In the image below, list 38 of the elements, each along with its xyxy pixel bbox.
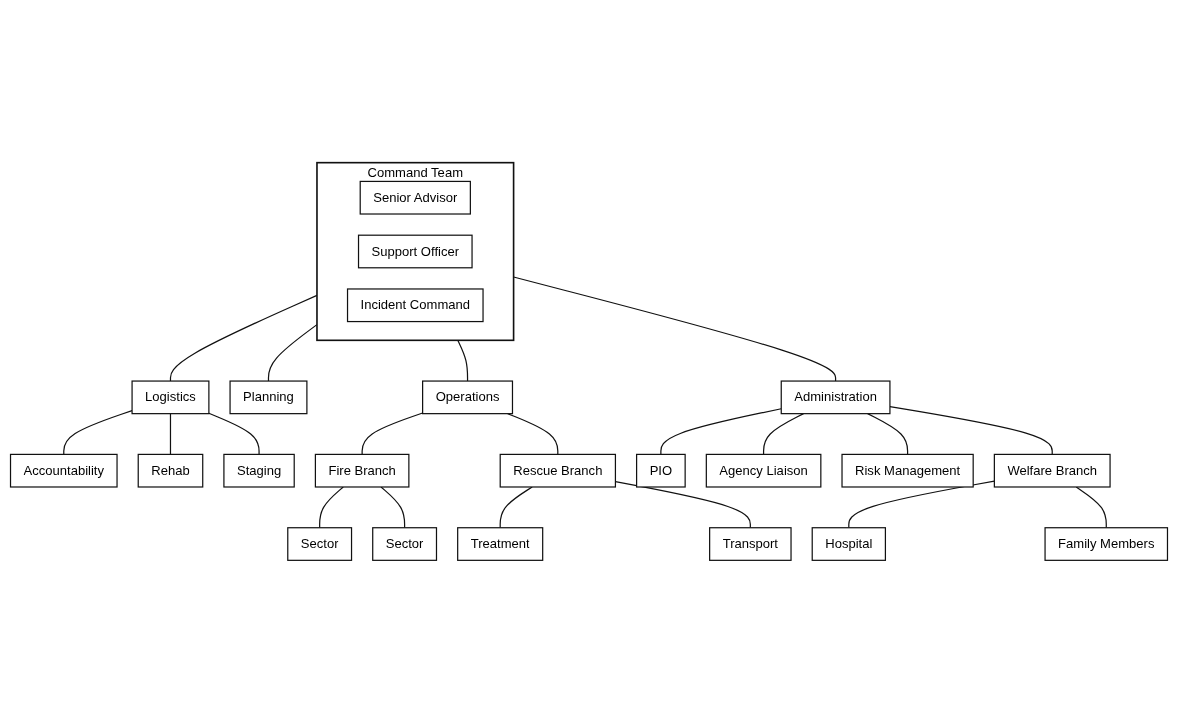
connector: [513, 276, 837, 382]
node-box: Hospital: [811, 527, 886, 561]
connector: [762, 413, 805, 455]
node-box: Fire Branch: [314, 453, 410, 488]
connector: [457, 339, 469, 382]
connector: [319, 486, 344, 529]
node-box: Logistics: [131, 380, 210, 415]
node-box: Treatment: [457, 527, 544, 561]
connector: [499, 486, 533, 529]
node-box: Operations: [422, 380, 514, 415]
connector: [63, 409, 133, 455]
node-box: Support Officer: [357, 234, 473, 269]
node-box: Rescue Branch: [499, 453, 617, 488]
connector: [169, 413, 172, 455]
node-box: PIO: [636, 453, 686, 488]
node-box: Agency Liaison: [705, 453, 822, 488]
node-box: Transport: [709, 527, 792, 561]
connector: [889, 405, 1053, 455]
node-box: Senior Advisor: [359, 180, 471, 215]
node-box: Administration: [780, 380, 891, 415]
node-box: Risk Management: [841, 453, 974, 488]
node-box: Family Members: [1044, 527, 1169, 561]
connector: [208, 412, 260, 455]
connector: [507, 413, 559, 455]
node-box: Welfare Branch: [993, 453, 1111, 488]
node-box: Accountability: [9, 453, 118, 488]
connector: [660, 408, 782, 455]
connector: [867, 413, 909, 455]
node-box: Incident Command: [346, 288, 484, 323]
node-box: Sector: [372, 527, 438, 561]
connector: [380, 486, 406, 529]
node-box: Staging: [223, 453, 295, 488]
node-box: Planning: [229, 380, 308, 415]
node-box: Rehab: [137, 453, 204, 488]
connector: [848, 480, 995, 529]
connector: [361, 412, 424, 455]
node-box: Sector: [287, 527, 353, 561]
connector: [1075, 486, 1107, 529]
